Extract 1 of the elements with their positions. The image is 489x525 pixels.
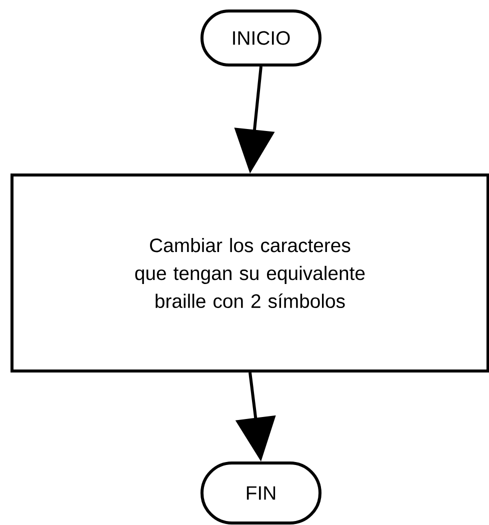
process-box: Cambiar los caracteres que tengan su equivalente braille con 2 símbolos	[10, 174, 489, 372]
